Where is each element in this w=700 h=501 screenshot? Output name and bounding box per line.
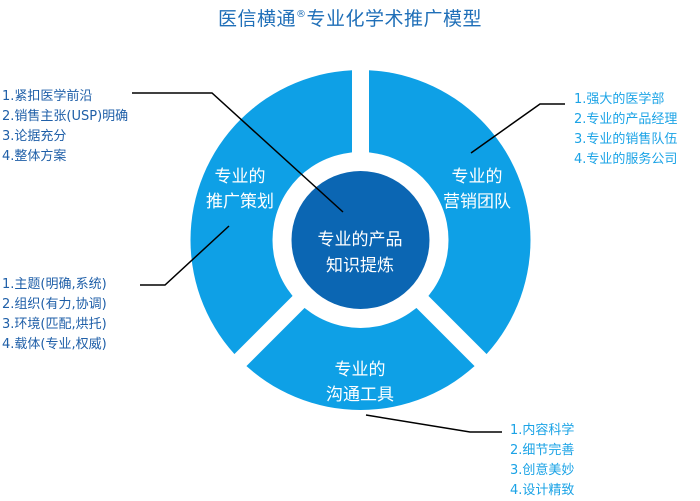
list-item: 4.整体方案 — [2, 149, 67, 164]
center-label: 专业的产品 知识提炼 — [300, 227, 420, 279]
list-item: 1.强大的医学部 — [574, 92, 665, 107]
center-line1: 专业的产品 — [317, 230, 403, 250]
list-product-knowledge: 1.紧扣医学前沿 2.销售主张(USP)明确 3.论据充分 4.整体方案 — [2, 87, 128, 167]
list-item: 2.销售主张(USP)明确 — [2, 109, 129, 124]
list-item: 1.内容科学 — [510, 423, 575, 438]
connector-promotion-planning — [140, 225, 230, 286]
list-item: 3.环境(匹配,烘托) — [2, 317, 107, 332]
list-promotion-planning: 1.主题(明确,系统) 2.组织(有力,协调) 3.环境(匹配,烘托) 4.载体… — [2, 275, 107, 355]
segment-team-line1: 专业的 — [451, 167, 503, 187]
list-marketing-team: 1.强大的医学部 2.专业的产品经理 3.专业的销售队伍 4.专业的服务公司 — [574, 90, 677, 170]
center-line2: 知识提炼 — [326, 256, 394, 276]
segment-tools-line2: 沟通工具 — [326, 385, 394, 405]
connector-communication-tools — [365, 414, 502, 433]
segment-tools-line1: 专业的 — [334, 360, 386, 380]
list-item: 4.设计精致 — [510, 483, 575, 498]
list-item: 4.专业的服务公司 — [574, 152, 678, 167]
list-item: 1.紧扣医学前沿 — [2, 89, 93, 104]
segment-label-team: 专业的 营销团队 — [432, 165, 522, 215]
registered-mark: ® — [296, 9, 307, 20]
list-item: 3.论据充分 — [2, 129, 67, 144]
center-circle — [291, 171, 430, 309]
segment-label-planning: 专业的 推广策划 — [195, 165, 285, 215]
segment-team-line2: 营销团队 — [443, 192, 511, 212]
list-item: 2.细节完善 — [510, 443, 575, 458]
diagram-title: 医信横通®专业化学术推广模型 — [0, 4, 700, 31]
segment-planning-line1: 专业的 — [214, 167, 266, 187]
segment-label-tools: 专业的 沟通工具 — [315, 358, 405, 408]
title-rest: 专业化学术推广模型 — [306, 8, 483, 30]
connector-product-knowledge — [132, 92, 344, 213]
list-item: 2.组织(有力,协调) — [2, 297, 107, 312]
list-communication-tools: 1.内容科学 2.细节完善 3.创意美妙 4.设计精致 — [510, 421, 574, 501]
list-item: 3.创意美妙 — [510, 463, 575, 478]
segment-planning-line2: 推广策划 — [206, 192, 274, 212]
list-item: 4.载体(专业,权威) — [2, 337, 107, 352]
connector-marketing-team — [470, 103, 565, 154]
list-item: 2.专业的产品经理 — [574, 112, 678, 127]
list-item: 1.主题(明确,系统) — [2, 277, 107, 292]
list-item: 3.专业的销售队伍 — [574, 132, 678, 147]
title-brand: 医信横通 — [217, 8, 296, 30]
